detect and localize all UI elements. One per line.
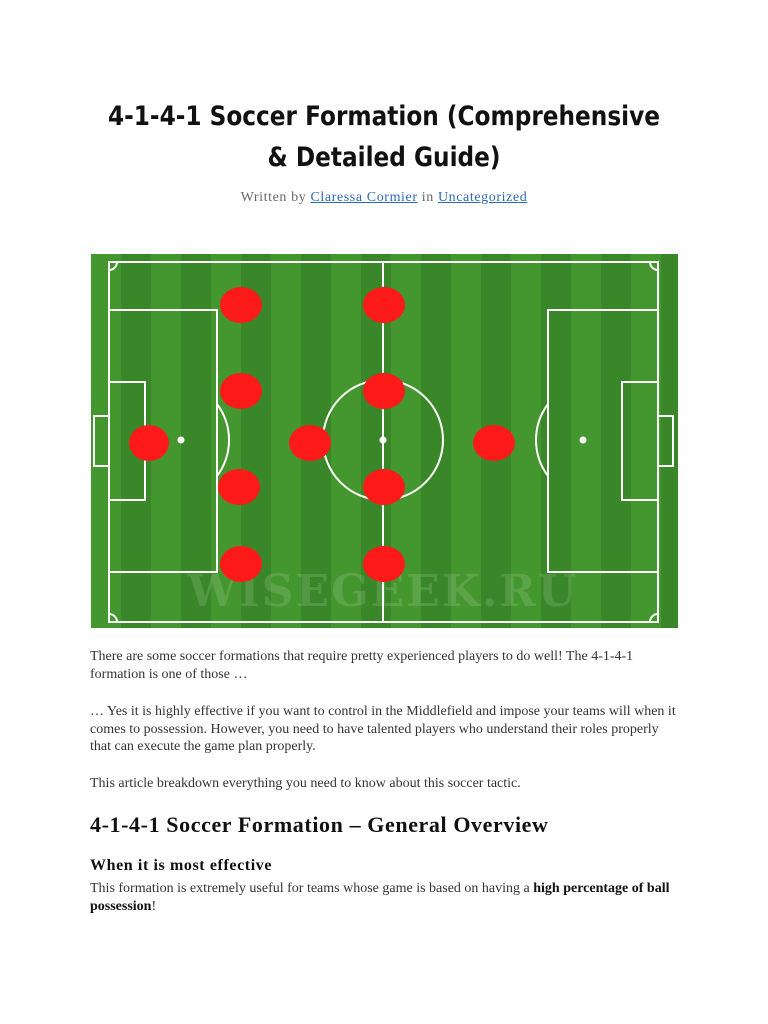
effective-paragraph: This formation is extremely useful for t… <box>90 880 680 915</box>
penalty-spot-left <box>177 436 185 444</box>
player-goalkeeper <box>129 425 169 461</box>
byline-in: in <box>421 190 434 205</box>
soccer-pitch-graphic: WISEGEEK.RU <box>91 254 678 628</box>
body-paragraph: … Yes it is highly effective if you want… <box>90 704 676 754</box>
penalty-spot-right <box>579 436 587 444</box>
player-midfielder <box>363 373 405 409</box>
category-link[interactable]: Uncategorized <box>437 190 528 205</box>
formation-diagram-image: WISEGEEK.RU <box>91 254 678 628</box>
body-paragraph: This article breakdown everything you ne… <box>90 776 521 791</box>
effective-text-end: ! <box>151 898 157 914</box>
player-striker <box>473 425 515 461</box>
effective-text: This formation is extremely useful for t… <box>90 881 534 896</box>
effective-bold-text: high percentage of ball possession <box>90 881 670 914</box>
byline-written-by: Written by <box>240 190 307 205</box>
article-title: 4-1-4-1 Soccer Formation (Comprehensive … <box>107 101 661 173</box>
player-defender <box>218 469 260 505</box>
author-link[interactable]: Claressa Cormier <box>310 190 418 205</box>
player-midfielder <box>363 546 405 582</box>
intro-paragraph: There are some soccer formations that re… <box>90 649 634 682</box>
player-defender <box>220 287 262 323</box>
article-byline: Written by Claressa Cormier in Uncategor… <box>0 190 768 206</box>
player-midfielder <box>363 469 405 505</box>
subheading: When it is most effective <box>90 857 273 874</box>
player-defender <box>220 546 262 582</box>
center-spot <box>379 436 387 444</box>
player-defender <box>220 373 262 409</box>
player-midfielder <box>363 287 405 323</box>
section-heading: 4-1-4-1 Soccer Formation – General Overv… <box>90 812 549 837</box>
player-holding-midfielder <box>289 425 331 461</box>
